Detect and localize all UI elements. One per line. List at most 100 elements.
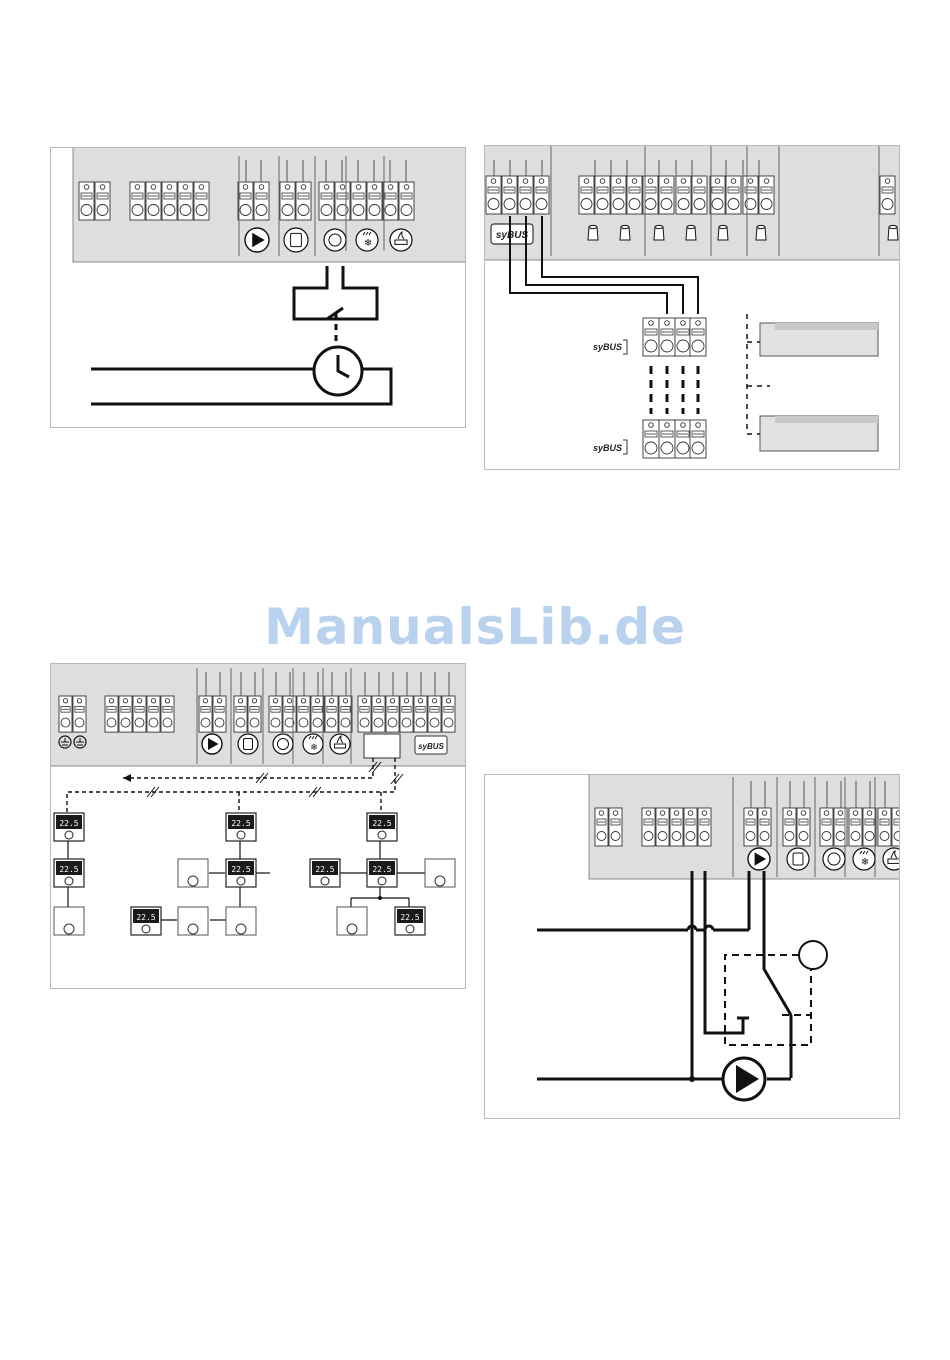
terminal <box>95 182 110 220</box>
terminal <box>849 808 862 846</box>
terminal <box>726 176 741 214</box>
room-unit-icon: 22.5 <box>226 813 256 841</box>
diagram-room-unit-topology: ❄ syBUS <box>50 663 466 989</box>
terminal <box>339 696 352 732</box>
terminal <box>863 808 876 846</box>
terminal <box>147 696 160 732</box>
tank-icon <box>284 228 308 252</box>
room-unit-icon: 22.5 <box>367 859 397 887</box>
sybus-label-top: syBUS <box>593 342 622 352</box>
diagram-pump-relay-wiring: ❄ <box>484 774 900 1119</box>
terminal <box>684 808 697 846</box>
burner-icon <box>330 734 350 754</box>
terminal <box>105 696 118 732</box>
terminal <box>518 176 533 214</box>
terminal <box>283 696 296 732</box>
room-sensor-icon <box>54 907 84 935</box>
terminal <box>643 318 659 356</box>
clock-icon <box>273 734 293 754</box>
burner-icon <box>883 848 899 870</box>
terminal <box>119 696 132 732</box>
burner-icon <box>390 229 412 251</box>
terminal <box>280 182 295 220</box>
terminal <box>73 696 86 732</box>
heater-icon: ❄ <box>356 229 378 251</box>
terminal <box>133 696 146 732</box>
diagram-topology-svg: ❄ syBUS <box>51 664 465 988</box>
terminal <box>399 182 414 220</box>
room-unit-icon: 22.5 <box>131 907 161 935</box>
sensor-icon <box>654 225 664 240</box>
room-unit-icon: 22.5 <box>395 907 425 935</box>
terminal <box>676 176 691 214</box>
terminal <box>269 696 282 732</box>
room-unit-icon: 22.5 <box>367 813 397 841</box>
diagram-sybus-svg: syBUS syBUS syBUS <box>485 146 899 469</box>
terminal <box>234 696 247 732</box>
heater-icon: ❄ <box>303 734 323 754</box>
terminal <box>238 182 253 220</box>
terminal <box>659 318 675 356</box>
room-sensor-icon <box>337 907 367 935</box>
terminal <box>248 696 261 732</box>
clock-icon <box>324 229 346 251</box>
terminal <box>675 420 691 458</box>
room-unit-icon: 22.5 <box>226 859 256 887</box>
bus-device-top <box>760 323 878 356</box>
terminal <box>178 182 193 220</box>
room-unit-icon: 22.5 <box>310 859 340 887</box>
terminal <box>414 696 427 732</box>
sensor-icon <box>588 225 598 240</box>
terminal <box>783 808 796 846</box>
heater-icon: ❄ <box>853 848 875 870</box>
sybus-strip-label: syBUS <box>496 230 529 241</box>
terminal <box>372 696 385 732</box>
pump-icon <box>245 228 269 252</box>
terminal <box>502 176 517 214</box>
terminal <box>690 420 706 458</box>
room-unit-reading: 22.5 <box>136 913 155 922</box>
relay-coil-icon <box>799 941 827 969</box>
svg-text:❄: ❄ <box>364 238 372 249</box>
terminal <box>297 696 310 732</box>
room-unit-reading: 22.5 <box>231 865 250 874</box>
terminal <box>335 182 350 220</box>
sensor-icon <box>718 225 728 240</box>
terminal <box>579 176 594 214</box>
terminal <box>642 808 655 846</box>
sensor-icon <box>756 225 766 240</box>
terminal <box>59 696 72 732</box>
terminal <box>383 182 398 220</box>
room-sensor-icon <box>178 859 208 887</box>
terminal <box>656 808 669 846</box>
terminal <box>367 182 382 220</box>
terminal <box>797 808 810 846</box>
terminal <box>690 318 706 356</box>
terminal <box>358 696 371 732</box>
terminal <box>892 808 899 846</box>
terminal <box>161 696 174 732</box>
diagram-sybus-wiring: syBUS syBUS syBUS <box>484 145 900 470</box>
sybus-strip-label-3: syBUS <box>418 742 444 751</box>
sybus-strip-badge-3: syBUS <box>415 736 447 754</box>
terminal <box>743 176 758 214</box>
terminal <box>351 182 366 220</box>
bus-device-bottom <box>760 416 878 451</box>
terminal <box>692 176 707 214</box>
svg-text:❄: ❄ <box>310 743 318 753</box>
terminal <box>534 176 549 214</box>
terminal <box>296 182 311 220</box>
tank-icon <box>787 848 809 870</box>
terminal <box>386 696 399 732</box>
terminal <box>213 696 226 732</box>
sensor-icon <box>620 225 630 240</box>
watermark: ManualsLib.de <box>0 598 950 656</box>
terminal <box>698 808 711 846</box>
terminal <box>79 182 94 220</box>
pump-icon <box>748 848 770 870</box>
terminal <box>400 696 413 732</box>
tank-icon <box>238 734 258 754</box>
terminal <box>319 182 334 220</box>
terminal <box>442 696 455 732</box>
terminal <box>199 696 212 732</box>
